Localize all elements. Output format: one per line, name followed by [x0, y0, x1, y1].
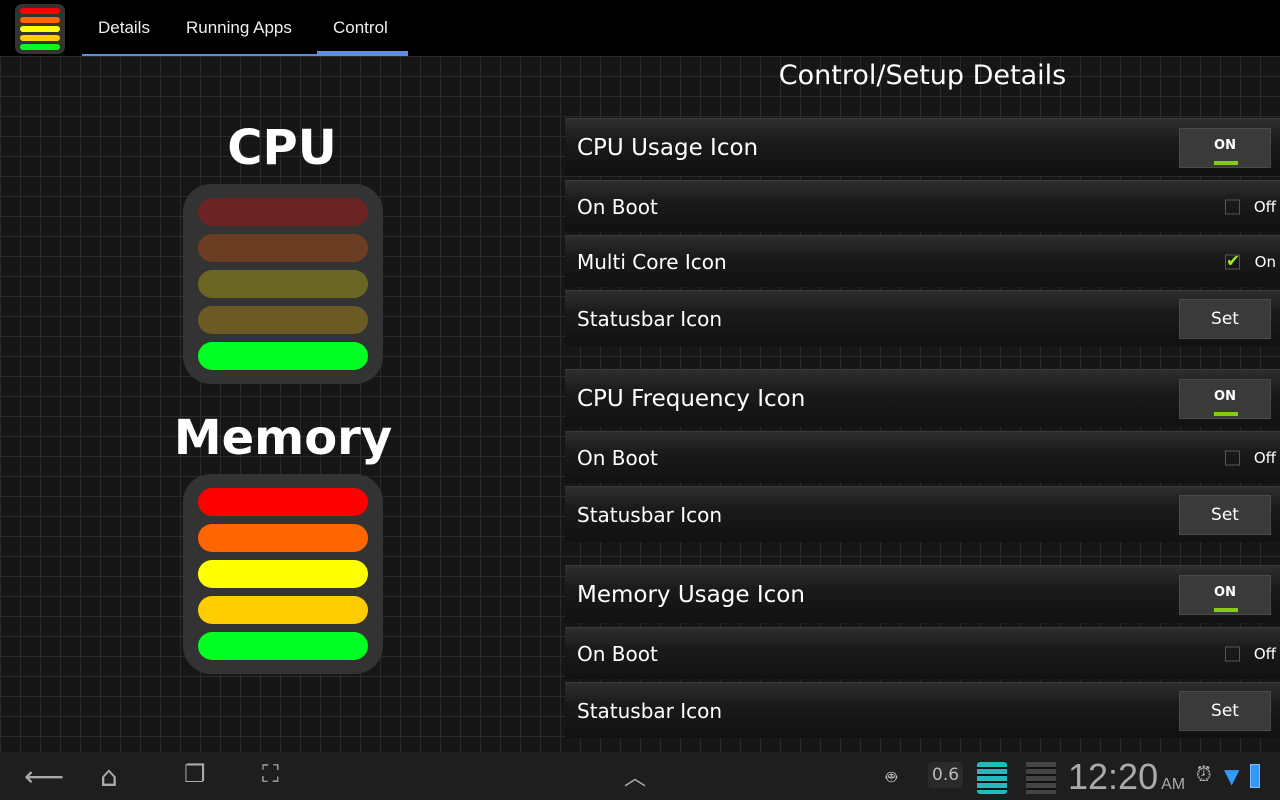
active-tab-indicator — [317, 51, 408, 56]
setting-label: Statusbar Icon — [577, 306, 723, 331]
tab-control[interactable]: Control — [333, 18, 388, 37]
clock-ampm: AM — [1161, 776, 1186, 793]
tab-running-apps[interactable]: Running Apps — [186, 18, 292, 37]
cpu-meter — [183, 184, 383, 384]
setting-label: On Boot — [577, 641, 658, 666]
panel-title: Control/Setup Details — [778, 60, 1067, 91]
action-bar: Details Running Apps Control — [0, 0, 1280, 56]
cpu-bar-5 — [198, 342, 368, 370]
setting-row: Multi Core Icon ✔ On — [565, 235, 1280, 287]
checkbox[interactable] — [1225, 450, 1240, 465]
setting-row: Statusbar Icon Set — [565, 290, 1280, 346]
tab-details[interactable]: Details — [98, 18, 150, 37]
section-header-row: Memory Usage Icon ON — [565, 565, 1280, 623]
memory-title: Memory — [173, 410, 393, 466]
setting-row: On Boot Off — [565, 627, 1280, 679]
on-off-toggle[interactable]: ON — [1179, 574, 1271, 615]
alarm-icon: ⏰︎ — [1196, 762, 1212, 786]
cpu-meter-notification-icon[interactable] — [1026, 762, 1056, 794]
section-header-row: CPU Frequency Icon ON — [565, 369, 1280, 427]
cpu-title: CPU — [227, 120, 337, 176]
android-icon: 🤖︎ — [886, 767, 897, 788]
clock[interactable]: 12:20 AM — [1068, 756, 1185, 798]
clock-time[interactable]: 12:20 — [1068, 756, 1159, 797]
checkbox-state-label: Off — [1253, 448, 1276, 467]
section-header-row: CPU Usage Icon ON — [565, 118, 1280, 176]
setting-label: On Boot — [577, 445, 658, 470]
cpu-bar-2 — [198, 234, 368, 262]
section-header-label: Memory Usage Icon — [577, 581, 805, 608]
on-off-toggle[interactable]: ON — [1179, 378, 1271, 419]
checkbox[interactable] — [1225, 199, 1240, 214]
setting-row: Statusbar Icon Set — [565, 682, 1280, 738]
setting-row: On Boot Off — [565, 431, 1280, 483]
setting-row: On Boot Off — [565, 180, 1280, 232]
system-bar: ⟵ ⌂ ❐ ⛶ ︿ 🤖︎ 0.6 12:20 AM ⏰︎ ▼ — [0, 752, 1280, 800]
set-button[interactable]: Set — [1179, 298, 1271, 339]
setting-label: On Boot — [577, 194, 658, 219]
section-header-label: CPU Usage Icon — [577, 134, 759, 161]
tab-bar: Details Running Apps Control — [82, 0, 408, 56]
screenshot-icon[interactable]: ⛶ — [262, 760, 279, 788]
setting-label: Statusbar Icon — [577, 698, 723, 723]
chevron-up-icon[interactable]: ︿ — [624, 766, 647, 791]
cpu-bar-1 — [198, 198, 368, 226]
setting-label: Multi Core Icon — [577, 249, 727, 274]
on-off-toggle[interactable]: ON — [1179, 127, 1271, 168]
battery-icon — [1250, 764, 1260, 788]
back-icon[interactable]: ⟵ — [24, 760, 65, 793]
home-icon[interactable]: ⌂ — [100, 760, 118, 793]
set-button[interactable]: Set — [1179, 494, 1271, 535]
memory-meter — [183, 474, 383, 674]
checkbox[interactable] — [1225, 646, 1240, 661]
wifi-icon: ▼ — [1224, 764, 1240, 788]
checkbox[interactable]: ✔ — [1225, 251, 1241, 271]
section-header-label: CPU Frequency Icon — [577, 385, 806, 412]
set-button[interactable]: Set — [1179, 690, 1271, 731]
memory-bar-4 — [198, 596, 368, 624]
cpu-bar-3 — [198, 270, 368, 298]
checkbox-state-label: Off — [1253, 197, 1276, 216]
cpu-value-notification[interactable]: 0.6 — [928, 762, 964, 788]
recent-apps-icon[interactable]: ❐ — [184, 760, 206, 788]
cpu-bar-4 — [198, 306, 368, 334]
checkbox-state-label: On — [1254, 252, 1276, 271]
app-logo-icon — [15, 4, 65, 54]
memory-meter-notification-icon[interactable] — [977, 762, 1007, 794]
setting-label: Statusbar Icon — [577, 502, 723, 527]
content: CPU Memory Control/Setup Details CPU Usa… — [0, 56, 1280, 752]
memory-bar-5 — [198, 632, 368, 660]
memory-bar-1 — [198, 488, 368, 516]
setting-row: Statusbar Icon Set — [565, 486, 1280, 542]
memory-bar-2 — [198, 524, 368, 552]
memory-bar-3 — [198, 560, 368, 588]
checkbox-state-label: Off — [1253, 644, 1276, 663]
